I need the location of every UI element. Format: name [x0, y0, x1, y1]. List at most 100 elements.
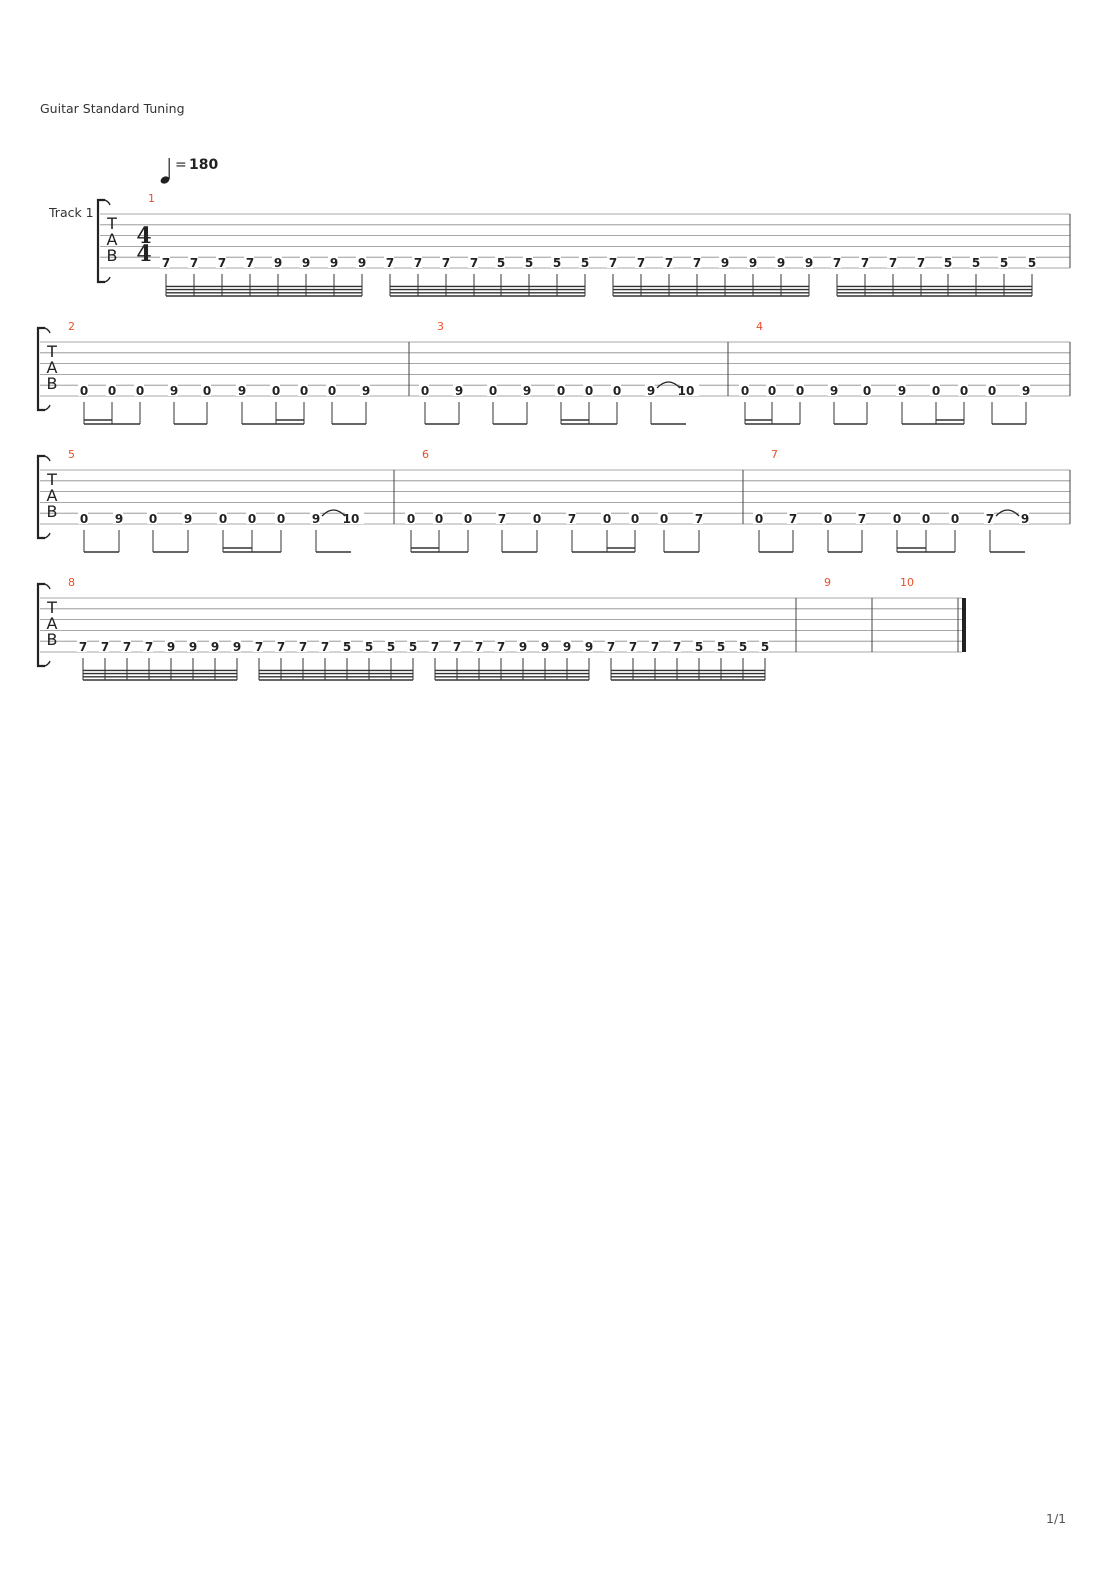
fret-number: 7 — [386, 256, 394, 270]
fret-mask — [861, 384, 871, 396]
fret-mask — [583, 640, 593, 652]
fret-mask — [412, 256, 422, 268]
fret-mask — [551, 256, 561, 268]
fret-mask — [611, 384, 621, 396]
fret-number: 0 — [108, 384, 116, 398]
fret-mask — [77, 640, 87, 652]
final-barline-thick — [962, 598, 966, 652]
tab-clef-letter: B — [47, 630, 58, 649]
fret-number: 5 — [944, 256, 952, 270]
fret-number: 0 — [219, 512, 227, 526]
fret-number: 0 — [932, 384, 940, 398]
fret-mask — [856, 512, 866, 524]
tuning-label: Guitar Standard Tuning — [40, 101, 185, 116]
fret-number: 7 — [695, 512, 703, 526]
fret-mask — [998, 256, 1008, 268]
fret-mask — [719, 256, 729, 268]
fret-mask — [693, 512, 703, 524]
fret-number: 9 — [115, 512, 123, 526]
fret-mask — [356, 256, 366, 268]
fret-number: 0 — [603, 512, 611, 526]
fret-mask — [523, 256, 533, 268]
fret-number: 9 — [170, 384, 178, 398]
fret-mask — [775, 256, 785, 268]
fret-mask — [468, 256, 478, 268]
system-bracket — [36, 454, 45, 540]
fret-mask — [891, 512, 901, 524]
track-name: Track 1 — [48, 205, 94, 220]
fret-mask — [605, 640, 615, 652]
fret-mask — [216, 256, 226, 268]
fret-number: 0 — [824, 512, 832, 526]
fret-number: 0 — [489, 384, 497, 398]
fret-number: 7 — [498, 512, 506, 526]
fret-mask — [635, 256, 645, 268]
fret-mask — [147, 512, 157, 524]
measure-number: 1 — [148, 192, 155, 205]
fret-number: 5 — [972, 256, 980, 270]
fret-number: 7 — [568, 512, 576, 526]
fret-number: 0 — [407, 512, 415, 526]
fret-mask — [561, 640, 571, 652]
fret-mask — [555, 384, 565, 396]
fret-number: 9 — [523, 384, 531, 398]
fret-mask — [440, 256, 450, 268]
fret-number: 7 — [986, 512, 994, 526]
fret-mask — [78, 384, 88, 396]
fret-mask — [887, 256, 897, 268]
fret-number: 9 — [330, 256, 338, 270]
fret-mask — [521, 384, 531, 396]
fret-mask — [645, 384, 655, 396]
fret-number: 7 — [299, 640, 307, 654]
fret-mask — [539, 640, 549, 652]
fret-mask — [253, 640, 263, 652]
fret-mask — [246, 512, 256, 524]
fret-number: 9 — [563, 640, 571, 654]
fret-number: 9 — [184, 512, 192, 526]
fret-mask — [106, 384, 116, 396]
fret-mask — [693, 640, 703, 652]
measure-number: 9 — [824, 576, 831, 589]
measure-number: 2 — [68, 320, 75, 333]
fret-number: 9 — [1021, 512, 1029, 526]
fret-number: 0 — [136, 384, 144, 398]
fret-mask — [99, 640, 109, 652]
fret-mask — [970, 256, 980, 268]
fret-number: 9 — [1022, 384, 1030, 398]
fret-mask — [78, 512, 88, 524]
measure-number: 10 — [900, 576, 914, 589]
fret-number: 0 — [755, 512, 763, 526]
fret-mask — [747, 256, 757, 268]
fret-number: 0 — [464, 512, 472, 526]
time-signature-bottom: 4 — [136, 241, 151, 267]
fret-number: 5 — [581, 256, 589, 270]
fret-number: 7 — [861, 256, 869, 270]
fret-mask — [473, 640, 483, 652]
fret-number: 0 — [613, 384, 621, 398]
tab-clef-letter: A — [107, 230, 118, 249]
fret-mask — [462, 512, 472, 524]
bracket-hook — [44, 327, 51, 411]
bracket-hook — [44, 583, 51, 667]
fret-number: 0 — [741, 384, 749, 398]
measure-number: 4 — [756, 320, 763, 333]
page-number: 1/1 — [1046, 1511, 1066, 1526]
fret-number: 7 — [665, 256, 673, 270]
fret-mask — [958, 384, 968, 396]
fret-mask — [182, 512, 192, 524]
fret-number: 7 — [475, 640, 483, 654]
fret-number: 0 — [277, 512, 285, 526]
fret-number: 9 — [238, 384, 246, 398]
fret-number: 7 — [321, 640, 329, 654]
fret-number: 9 — [777, 256, 785, 270]
fret-number: 5 — [343, 640, 351, 654]
fret-number: 0 — [660, 512, 668, 526]
fret-number: 9 — [302, 256, 310, 270]
fret-mask — [407, 640, 417, 652]
tab-clef-letter: A — [47, 614, 58, 633]
fret-number: 7 — [858, 512, 866, 526]
tab-clef-letter: B — [107, 246, 118, 265]
fret-mask — [496, 512, 506, 524]
